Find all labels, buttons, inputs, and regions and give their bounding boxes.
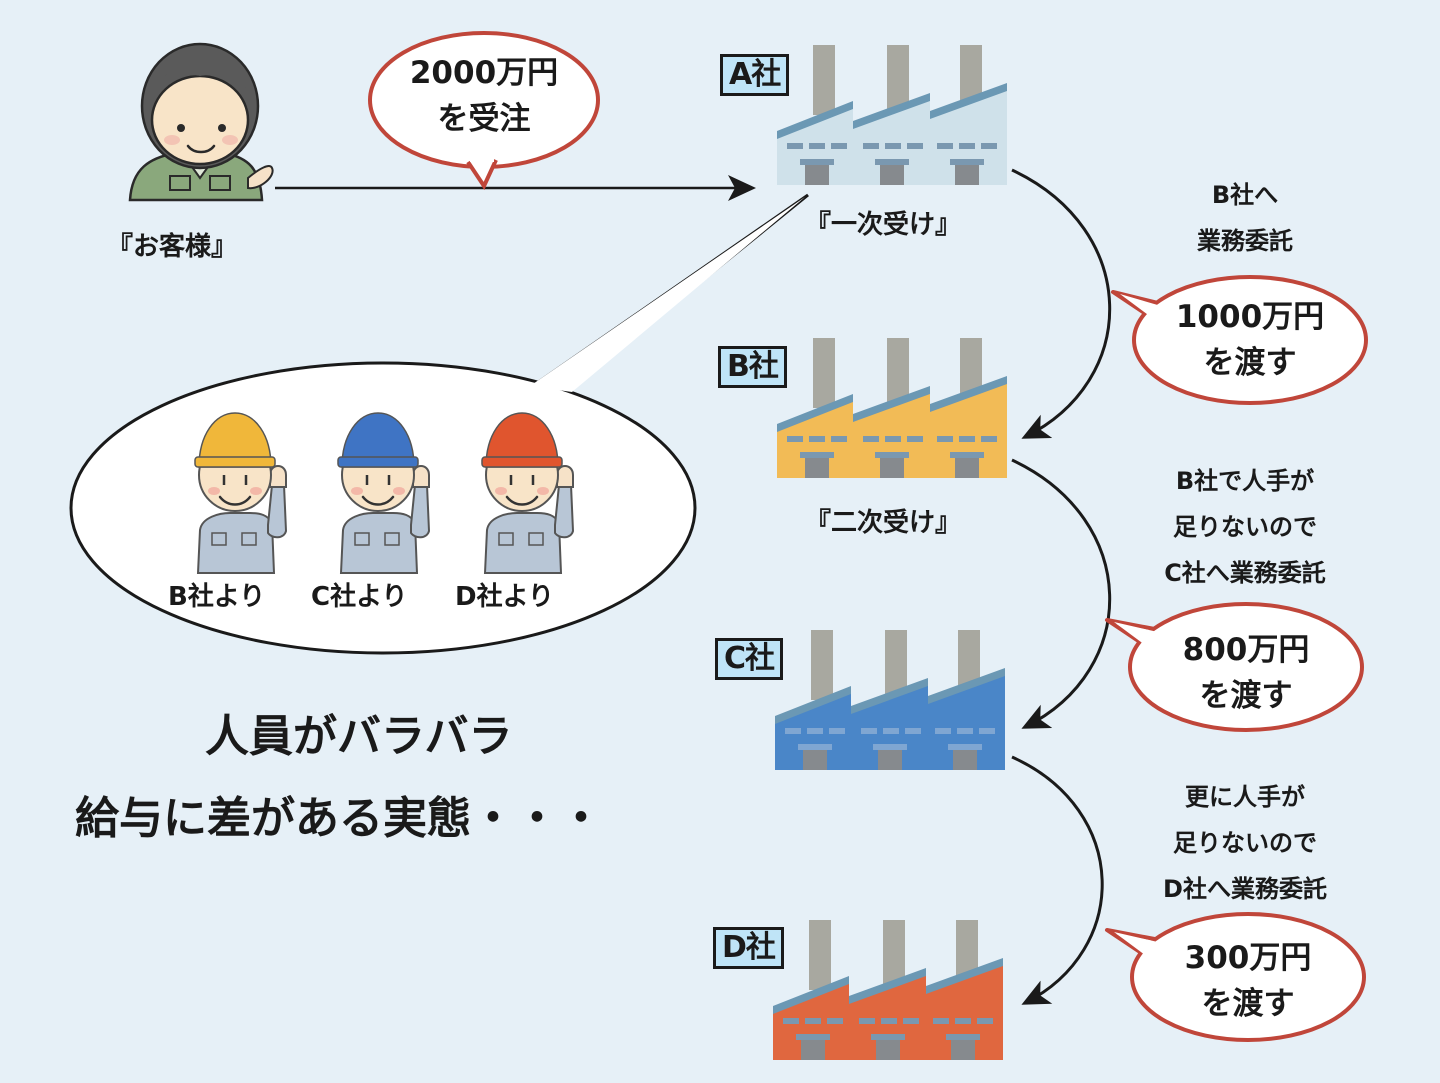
note-line: D社へ業務委託: [1163, 875, 1327, 903]
amount-text-2: 800万円 を渡す: [1146, 627, 1346, 719]
company-caption-a: 『一次受け』: [805, 210, 962, 240]
customer-label: 『お客様』: [107, 232, 238, 262]
amount-value: 300万円: [1184, 940, 1312, 976]
amount-action: を渡す: [1201, 986, 1295, 1022]
flow-note-2: B社で人手が 足りないので C社へ業務委託: [1140, 458, 1350, 596]
flow-arrow-b-to-c: [1011, 458, 1112, 729]
amount-bubble-1: [1111, 275, 1368, 405]
conclusion-line-2: 給与に差がある実態・・・: [75, 793, 603, 844]
worker-label-b: B社より: [168, 582, 266, 612]
company-label-a: A社: [720, 54, 790, 96]
conclusion-line-1: 人員がバラバラ: [205, 711, 513, 762]
flow-arrow-a-to-b: [1011, 168, 1112, 439]
amount-value: 1000万円: [1175, 299, 1325, 335]
company-label-d: D社: [713, 927, 784, 969]
note-line: 足りないので: [1173, 513, 1317, 541]
flow-arrow-c-to-d: [1011, 755, 1104, 1005]
company-label-b: B社: [718, 346, 787, 388]
company-label-c: C社: [715, 638, 784, 680]
note-line: 業務委託: [1197, 227, 1293, 255]
note-line: C社へ業務委託: [1164, 559, 1326, 587]
amount-action: を渡す: [1199, 678, 1293, 714]
company-caption-b: 『二次受け』: [805, 508, 962, 538]
customer-person-icon: [128, 42, 274, 202]
amount-value: 800万円: [1182, 632, 1310, 668]
amount-bubble-3: [1105, 912, 1366, 1042]
worker-helmet-icon: [481, 412, 575, 574]
factory-icon: [777, 338, 1007, 478]
amount-text-1: 1000万円 を渡す: [1150, 294, 1350, 386]
worker-label-d: D社より: [455, 582, 555, 612]
worker-helmet-icon: [194, 412, 288, 574]
factory-icon: [777, 45, 1007, 185]
note-line: 足りないので: [1173, 829, 1317, 857]
amount-bubble-2: [1105, 602, 1364, 732]
order-amount-bubble: [368, 31, 600, 191]
note-line: B社で人手が: [1175, 467, 1315, 495]
order-action: を受注: [437, 101, 531, 137]
flow-note-3: 更に人手が 足りないので D社へ業務委託: [1140, 774, 1350, 912]
order-amount-text: 2000万円 を受注: [384, 50, 584, 142]
note-line: B社へ: [1211, 181, 1279, 209]
flow-note-1: B社へ 業務委託: [1140, 172, 1350, 264]
note-line: 更に人手が: [1185, 783, 1305, 811]
amount-text-3: 300万円 を渡す: [1148, 935, 1348, 1027]
worker-label-c: C社より: [311, 582, 408, 612]
factory-icon: [775, 630, 1005, 770]
worker-helmet-icon: [337, 412, 431, 574]
order-amount: 2000万円: [409, 55, 559, 91]
amount-action: を渡す: [1203, 345, 1297, 381]
factory-icon: [773, 920, 1003, 1060]
